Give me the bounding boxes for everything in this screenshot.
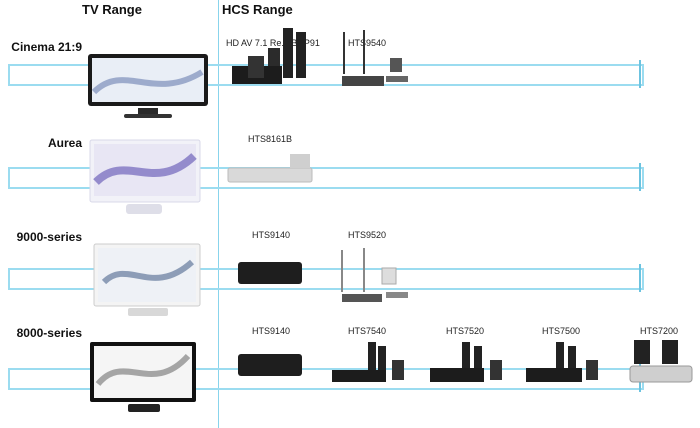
hts-system-image xyxy=(332,342,404,382)
row-band-cinema xyxy=(8,64,644,86)
row-label-aurea: Aurea xyxy=(47,136,82,150)
hts-system-image xyxy=(342,30,408,86)
row-band-aurea xyxy=(8,167,644,189)
row-label-cinema: Cinema 21:9 xyxy=(11,40,82,54)
hts-system-image xyxy=(629,340,693,383)
product-label: HTS7500 xyxy=(542,326,581,336)
tv-image-aurea xyxy=(89,139,201,214)
product-label: HTS9140 xyxy=(252,326,291,336)
column-divider xyxy=(218,0,219,428)
product-label: HTS9520 xyxy=(348,230,387,240)
product-label: HTS8161B xyxy=(248,134,293,144)
row-band-end-aurea xyxy=(639,163,641,191)
tv-image-cinema xyxy=(88,54,208,118)
row-label-8000: 8000-series xyxy=(16,326,82,340)
hts-system-image xyxy=(227,154,313,183)
tv-image-9000 xyxy=(93,243,201,316)
hts-system-image xyxy=(430,342,502,382)
row-label-9000: 9000-series xyxy=(16,230,82,244)
tv-image-8000 xyxy=(90,342,196,412)
hcs-range-header: HCS Range xyxy=(222,2,293,17)
hts-system-image xyxy=(526,342,598,382)
product-label: HTS9540 xyxy=(348,38,387,48)
hts-system-image xyxy=(238,354,302,376)
product-label: HTS7200 xyxy=(640,326,679,336)
hts-system-image xyxy=(232,28,306,84)
tv-range-header: TV Range xyxy=(82,2,142,17)
product-label: HD AV 7.1 Re... BDP91 xyxy=(226,38,320,48)
row-band-end-cinema xyxy=(639,60,641,88)
hts-system-image xyxy=(238,262,302,284)
product-label: HTS7540 xyxy=(348,326,387,336)
product-label: HTS7520 xyxy=(446,326,485,336)
row-band-end-9000 xyxy=(639,264,641,292)
hts-system-image xyxy=(341,248,408,302)
row-band-9000 xyxy=(8,268,644,290)
product-label: HTS9140 xyxy=(252,230,291,240)
